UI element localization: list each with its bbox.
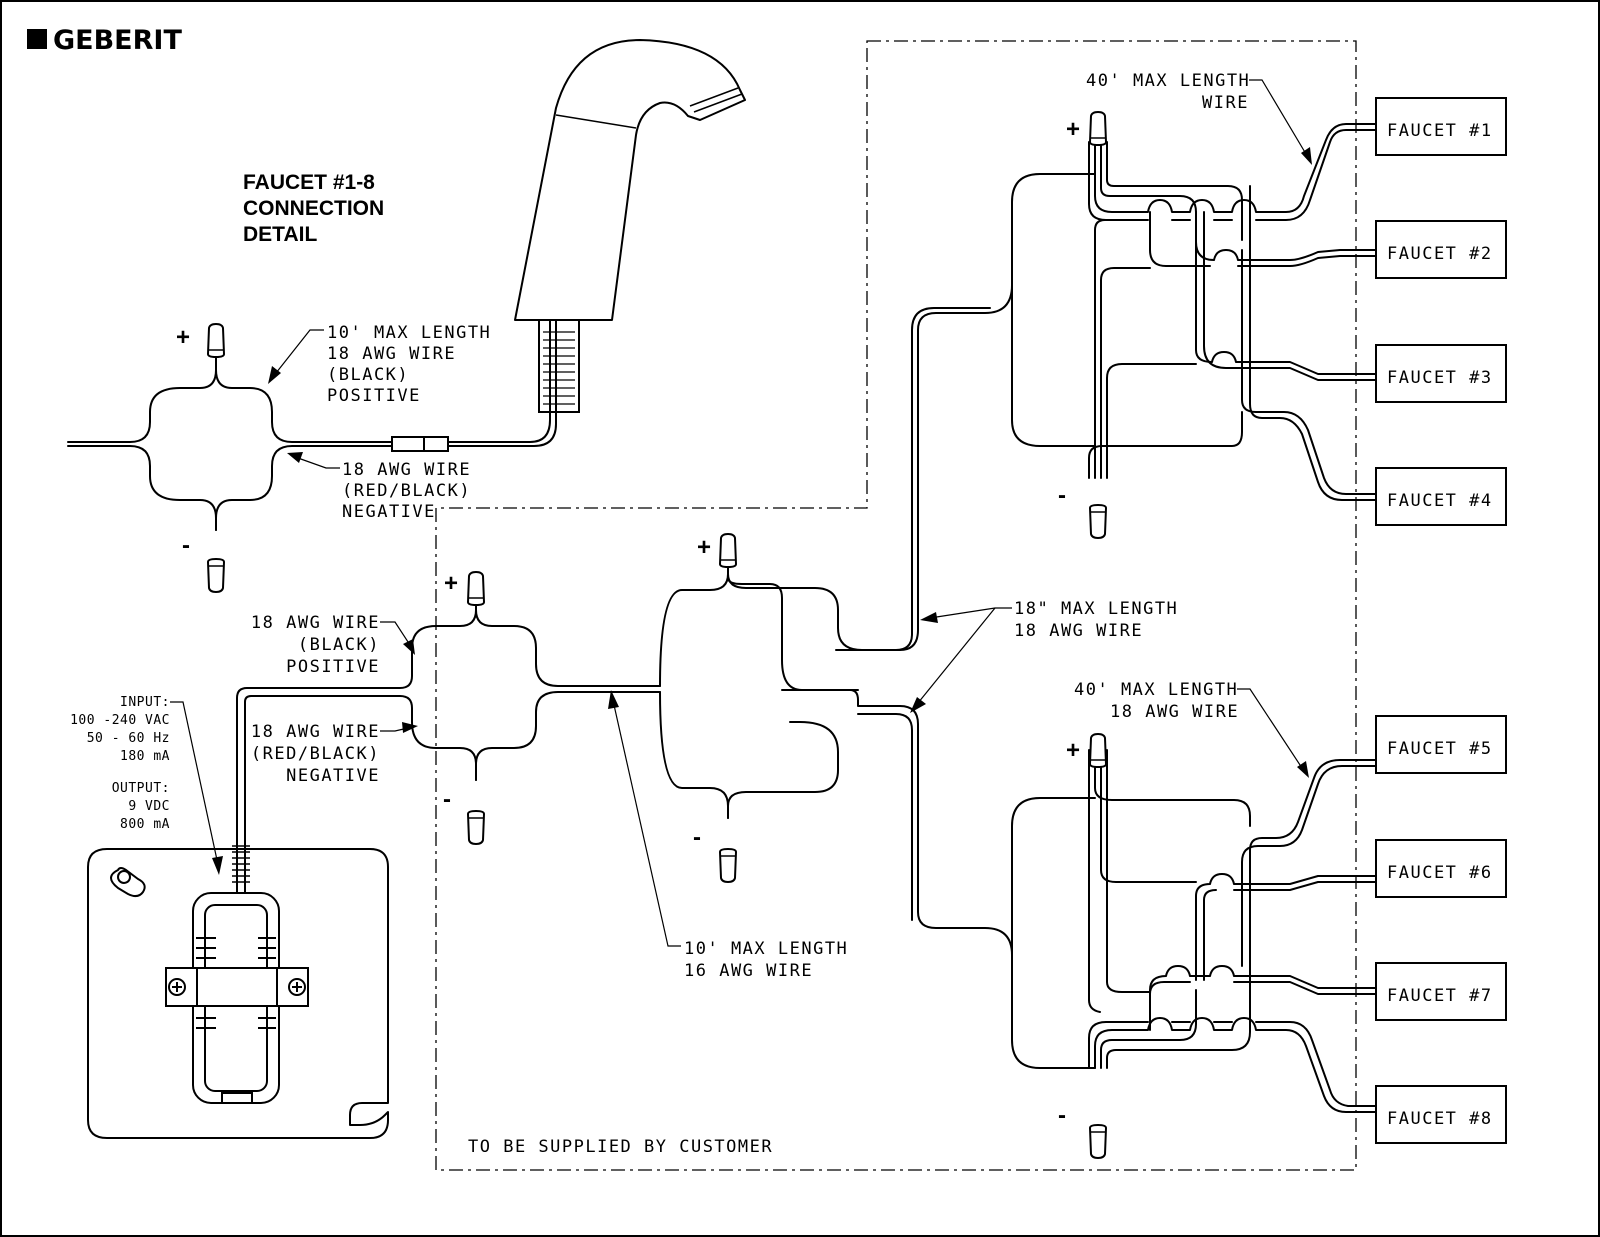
logo-text: GEBERIT [53,25,182,56]
svg-text:10' MAX LENGTH: 10' MAX LENGTH [684,939,848,959]
svg-text:(BLACK): (BLACK) [327,365,409,385]
svg-text:18" MAX LENGTH: 18" MAX LENGTH [1014,599,1178,619]
faucet-box-5: FAUCET #5 [1375,715,1507,774]
detail-title-line1: FAUCET #1-8 [243,171,375,194]
faucet-label-7: FAUCET #7 [1387,986,1493,1006]
power-input-label: INPUT: 100 -240 VAC 50 - 60 Hz 180 mA [70,695,223,875]
detail-title: FAUCET #1-8 CONNECTION DETAIL [243,171,384,246]
power-output-label: OUTPUT: 9 VDC 800 mA [112,781,170,832]
faucet-box-8: FAUCET #8 [1375,1085,1507,1144]
faucet-label-3: FAUCET #3 [1387,368,1493,388]
svg-text:(RED/BLACK): (RED/BLACK) [342,481,471,501]
svg-text:100 -240 VAC: 100 -240 VAC [70,713,170,728]
bottom-minus-sign: - [1058,1102,1066,1129]
bottom-group-wiring [1088,733,1377,1159]
top-minus-sign: - [1058,482,1066,509]
svg-text:9 VDC: 9 VDC [128,799,170,814]
svg-text:NEGATIVE: NEGATIVE [342,502,436,522]
svg-text:POSITIVE: POSITIVE [286,657,380,677]
inline-connector [391,436,449,452]
faucet-box-6: FAUCET #6 [1375,839,1507,898]
top-plus-sign: + [1066,116,1080,143]
power-negative-wire-label: 18 AWG WIRE (RED/BLACK) NEGATIVE [251,722,418,786]
svg-text:40' MAX LENGTH: 40' MAX LENGTH [1074,680,1238,700]
main-wire-label: 10' MAX LENGTH 16 AWG WIRE [608,690,848,981]
svg-text:OUTPUT:: OUTPUT: [112,781,170,796]
j1-plus-sign: + [444,570,458,597]
svg-text:POSITIVE: POSITIVE [327,386,421,406]
detail-title-line2: CONNECTION [243,197,384,220]
j2-minus-sign: - [693,824,701,851]
faucet-box-1: FAUCET #1 [1375,97,1507,156]
j2-plus-sign: + [697,534,711,561]
j1-minus-sign: - [443,786,451,813]
power-positive-wire-label: 18 AWG WIRE (BLACK) POSITIVE [251,613,415,677]
top-group-wire-label: 40' MAX LENGTH WIRE [1086,71,1312,165]
junction-1 [411,571,661,845]
top-group-wiring [1088,111,1377,539]
svg-text:40' MAX LENGTH: 40' MAX LENGTH [1086,71,1250,91]
svg-text:(BLACK): (BLACK) [298,635,380,655]
junction-2 [659,173,1096,883]
geberit-logo: GEBERIT [27,25,182,56]
svg-text:800 mA: 800 mA [120,817,170,832]
faucet-box-3: FAUCET #3 [1375,344,1507,403]
faucet-label-4: FAUCET #4 [1387,491,1493,511]
faucet-label-5: FAUCET #5 [1387,739,1493,759]
svg-text:18 AWG WIRE: 18 AWG WIRE [251,722,380,742]
detail-wiring [67,323,393,593]
power-leads [236,647,413,841]
svg-text:WIRE: WIRE [1202,93,1249,113]
power-supply-icon [87,839,389,1139]
svg-text:INPUT:: INPUT: [120,695,170,710]
faucet-label-8: FAUCET #8 [1387,1109,1493,1129]
faucet-box-2: FAUCET #2 [1375,220,1507,279]
svg-text:(RED/BLACK): (RED/BLACK) [251,744,380,764]
branch-wire-label: 18" MAX LENGTH 18 AWG WIRE [910,599,1178,713]
svg-text:50 - 60 Hz: 50 - 60 Hz [87,731,170,746]
faucet-box-4: FAUCET #4 [1375,467,1507,526]
faucet-label-1: FAUCET #1 [1387,121,1493,141]
detail-minus-sign: - [182,532,190,559]
faucet-label-6: FAUCET #6 [1387,863,1493,883]
faucet-spout-icon [444,39,746,447]
branch-trunks [781,279,1096,1069]
svg-text:16 AWG WIRE: 16 AWG WIRE [684,961,813,981]
bottom-plus-sign: + [1066,737,1080,764]
svg-text:NEGATIVE: NEGATIVE [286,766,380,786]
bottom-group-wire-label: 40' MAX LENGTH 18 AWG WIRE [1074,680,1309,778]
svg-text:18 AWG WIRE: 18 AWG WIRE [327,344,456,364]
customer-supply-label: TO BE SUPPLIED BY CUSTOMER [468,1137,773,1157]
svg-text:18 AWG WIRE: 18 AWG WIRE [1110,702,1239,722]
customer-supply-boundary [435,40,1357,1171]
svg-text:180 mA: 180 mA [120,749,170,764]
svg-text:18 AWG WIRE: 18 AWG WIRE [342,460,471,480]
detail-negative-wire-label: 18 AWG WIRE (RED/BLACK) NEGATIVE [287,452,471,522]
faucet-label-2: FAUCET #2 [1387,244,1493,264]
svg-text:18 AWG WIRE: 18 AWG WIRE [251,613,380,633]
detail-plus-sign: + [176,324,190,351]
svg-text:10' MAX LENGTH: 10' MAX LENGTH [327,323,491,343]
detail-title-line3: DETAIL [243,223,317,246]
faucet-box-7: FAUCET #7 [1375,962,1507,1021]
svg-text:18 AWG WIRE: 18 AWG WIRE [1014,621,1143,641]
detail-positive-wire-label: 10' MAX LENGTH 18 AWG WIRE (BLACK) POSIT… [268,323,491,406]
